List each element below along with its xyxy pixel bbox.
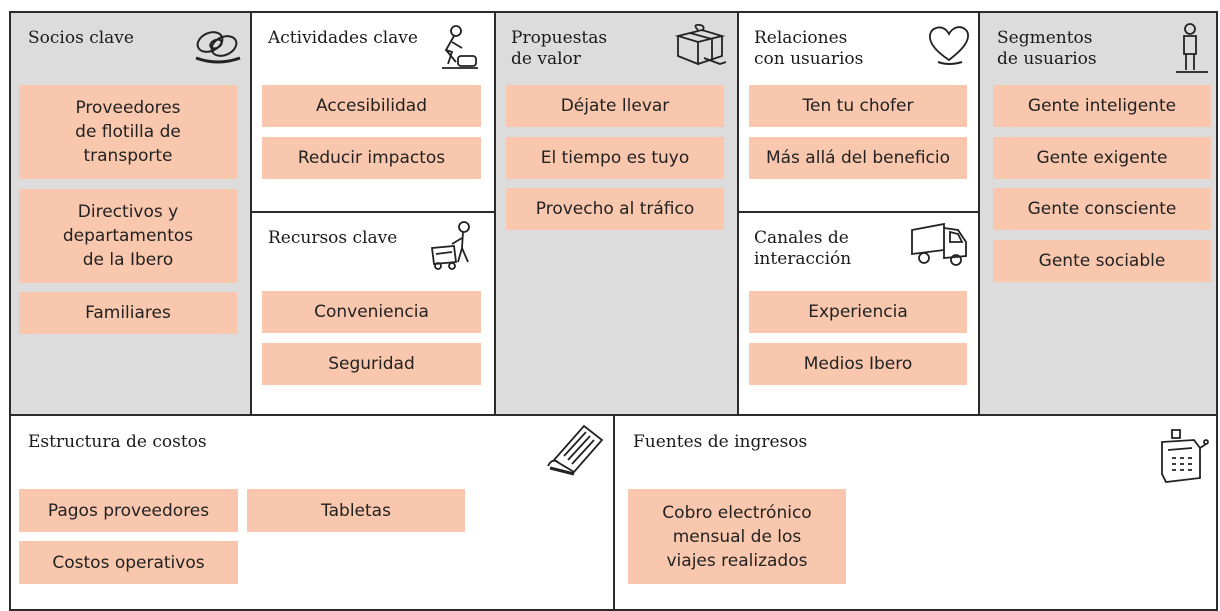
key-partners-title: Socios clave [28,28,134,48]
relationship-note-1: Ten tu chofer [749,85,967,127]
value-propositions-title: Propuestas de valor [511,28,608,69]
cost-note-1: Pagos proveedores [19,489,238,532]
cost-note-3: Costos operativos [19,541,238,584]
cost-note-2: Tabletas [247,489,465,532]
value-note-3: Provecho al tráfico [506,188,724,230]
person-with-cart-icon [428,220,482,272]
value-note-2: El tiempo es tuyo [506,137,724,179]
chain-links-icon [190,22,246,68]
activity-note-2: Reducir impactos [262,137,481,179]
resource-note-2: Seguridad [262,343,481,385]
cost-structure-title: Estructura de costos [28,432,207,452]
activity-note-1: Accesibilidad [262,85,481,127]
key-activities-title: Actividades clave [268,28,418,48]
receipt-icon [544,420,606,476]
customer-segments-title: Segmentos de usuarios [997,28,1097,69]
partner-note-2: Directivos y departamentos de la Ibero [19,189,237,283]
person-working-icon [432,24,482,72]
key-resources-title: Recursos clave [268,228,398,248]
channel-note-2: Medios Ibero [749,343,967,385]
relationship-note-2: Más allá del beneficio [749,137,967,179]
segment-note-2: Gente exigente [993,137,1211,179]
heart-icon [926,22,972,66]
partner-note-3: Familiares [19,292,237,334]
channel-note-1: Experiencia [749,291,967,333]
gift-box-icon [672,22,728,70]
truck-icon [910,220,972,270]
revenue-streams-title: Fuentes de ingresos [633,432,808,452]
cash-register-icon [1158,428,1210,490]
resource-note-1: Conveniencia [262,291,481,333]
segment-note-4: Gente sociable [993,240,1211,282]
customer-relationships-title: Relaciones con usuarios [754,28,864,69]
standing-person-icon [1172,22,1212,76]
value-note-1: Déjate llevar [506,85,724,127]
revenue-note-1: Cobro electrónico mensual de los viajes … [628,489,846,584]
channels-title: Canales de interacción [754,228,852,269]
segment-note-3: Gente consciente [993,188,1211,230]
partner-note-1: Proveedores de flotilla de transporte [19,85,237,179]
segment-note-1: Gente inteligente [993,85,1211,127]
